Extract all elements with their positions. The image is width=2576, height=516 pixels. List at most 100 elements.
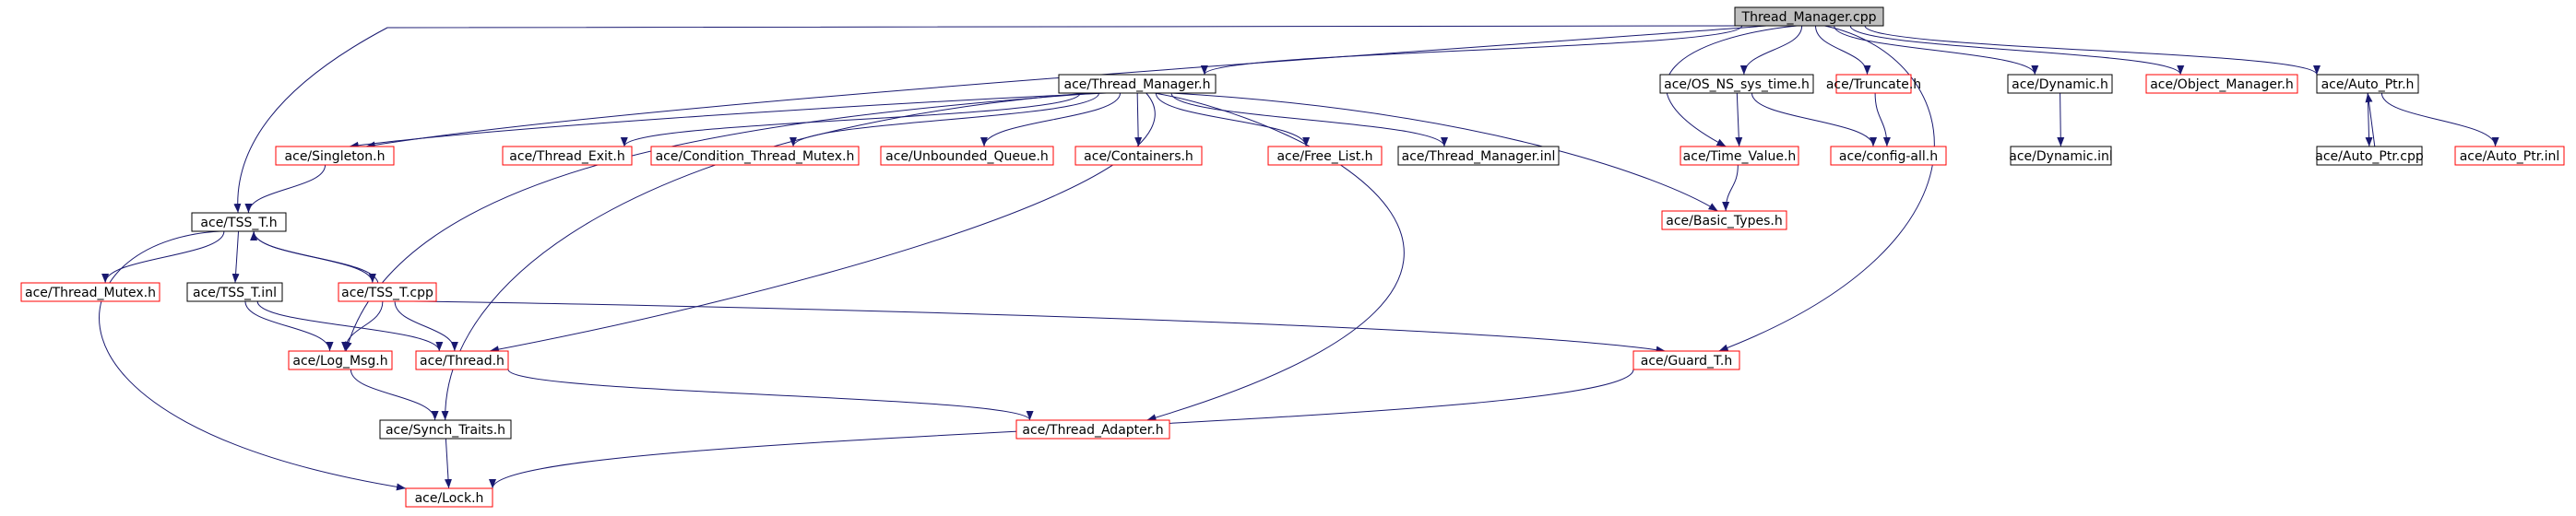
edge-thread_manager_h-to-unbounded_queue <box>980 92 1122 147</box>
node-label: ace/Dynamic.h <box>2012 77 2108 92</box>
node-tss-t-cpp[interactable]: ace/TSS_T.cpp <box>338 282 437 302</box>
node-box <box>880 146 1054 166</box>
node-label: ace/Thread_Manager.inl <box>1402 149 1556 164</box>
node-config-all[interactable]: ace/config-all.h <box>1830 146 1947 166</box>
edge-thread_manager_h-to-singleton <box>349 92 1107 149</box>
node-label: ace/Object_Manager.h <box>2150 77 2294 92</box>
node-basic-types[interactable]: ace/Basic_Types.h <box>1661 210 1787 230</box>
node-truncate[interactable]: ace/Truncate.h <box>1826 74 1921 94</box>
node-auto-ptr-cpp[interactable]: ace/Auto_Ptr.cpp <box>2315 146 2424 166</box>
node-box <box>288 350 393 370</box>
edge-root-to-truncate <box>1815 25 1871 76</box>
edge-thread_h-to-thread_adapter <box>507 369 1034 421</box>
edge-thread_manager_h-to-free_list <box>1155 92 1311 147</box>
edge-tss_t_cpp-to-log_msg <box>341 300 384 352</box>
node-label: ace/Thread_Manager.h <box>1064 77 1211 92</box>
node-thread-exit[interactable]: ace/Thread_Exit.h <box>502 146 633 166</box>
node-label: ace/Free_List.h <box>1276 149 1372 164</box>
node-label: Thread_Manager.cpp <box>1741 10 1877 25</box>
node-dynamic-inl[interactable]: ace/Dynamic.inl <box>2009 146 2113 166</box>
node-containers[interactable]: ace/Containers.h <box>1074 146 1203 166</box>
edge-root-to-time_value <box>1666 25 1798 147</box>
edge-tss_t_h-to-thread_mutex <box>101 230 225 284</box>
node-box <box>2145 74 2298 94</box>
node-auto-ptr-inl[interactable]: ace/Auto_Ptr.inl <box>2454 146 2565 166</box>
edge-log_msg-to-synch_traits <box>350 369 439 421</box>
node-box <box>1659 74 1814 94</box>
edge-tss_t_h-to-tss_t_inl <box>231 230 240 284</box>
edge-thread_manager_h-to-log_msg <box>344 92 1098 352</box>
node-object-manager[interactable]: ace/Object_Manager.h <box>2145 74 2298 94</box>
node-box <box>275 146 395 166</box>
node-label: ace/Auto_Ptr.inl <box>2460 149 2560 164</box>
node-label: ace/Auto_Ptr.h <box>2321 77 2415 92</box>
edge-root-to-auto_ptr_h <box>1864 25 2321 76</box>
node-box <box>338 282 437 302</box>
node-os-ns-sys-time[interactable]: ace/OS_NS_sys_time.h <box>1659 74 1814 94</box>
edge-root-to-thread_manager_h <box>1201 25 1743 76</box>
node-box <box>650 146 860 166</box>
node-label: ace/config-all.h <box>1839 149 1938 164</box>
node-box <box>502 146 633 166</box>
node-thread-manager-inl[interactable]: ace/Thread_Manager.inl <box>1397 146 1560 166</box>
node-thread-mutex[interactable]: ace/Thread_Mutex.h <box>20 282 160 302</box>
node-thread-adapter[interactable]: ace/Thread_Adapter.h <box>1015 419 1170 440</box>
node-box <box>20 282 160 302</box>
node-label: ace/Condition_Thread_Mutex.h <box>656 149 855 164</box>
node-label: ace/Synch_Traits.h <box>386 423 505 438</box>
node-box <box>1835 74 1912 94</box>
node-log-msg[interactable]: ace/Log_Msg.h <box>288 350 393 370</box>
node-box <box>2316 146 2423 166</box>
node-box <box>191 212 287 232</box>
node-time-value[interactable]: ace/Time_Value.h <box>1680 146 1799 166</box>
node-singleton[interactable]: ace/Singleton.h <box>275 146 395 166</box>
node-root[interactable]: Thread_Manager.cpp <box>1734 6 1884 27</box>
node-guard-t[interactable]: ace/Guard_T.h <box>1632 350 1740 370</box>
node-free-list[interactable]: ace/Free_List.h <box>1267 146 1383 166</box>
node-synch-traits[interactable]: ace/Synch_Traits.h <box>379 419 512 440</box>
node-box <box>186 282 283 302</box>
edge-tss_t_h-to-lock <box>99 230 407 491</box>
edge-root-to-dynamic_h <box>1834 25 2039 76</box>
node-thread-h[interactable]: ace/Thread.h <box>415 350 509 370</box>
node-unbounded-queue[interactable]: ace/Unbounded_Queue.h <box>880 146 1054 166</box>
node-label: ace/Guard_T.h <box>1641 354 1733 369</box>
node-lock[interactable]: ace/Lock.h <box>405 487 493 508</box>
node-box <box>1661 210 1787 230</box>
node-box <box>379 419 512 440</box>
node-label: ace/TSS_T.inl <box>193 286 277 300</box>
node-thread-manager-h[interactable]: ace/Thread_Manager.h <box>1058 74 1217 94</box>
node-label: ace/OS_NS_sys_time.h <box>1664 77 1810 92</box>
node-box <box>1015 419 1170 440</box>
node-box <box>2007 74 2113 94</box>
node-cond-thread-mutex[interactable]: ace/Condition_Thread_Mutex.h <box>650 146 860 166</box>
node-auto-ptr-h[interactable]: ace/Auto_Ptr.h <box>2316 74 2419 94</box>
edge-tss_t_cpp-to-thread_h <box>394 300 458 352</box>
node-label: ace/Truncate.h <box>1826 77 1921 92</box>
edge-os_ns_sys_time-to-config_all <box>1751 92 1878 147</box>
node-label: ace/Containers.h <box>1084 149 1193 164</box>
edge-time_value-to-basic_types <box>1722 164 1739 212</box>
edge-synch_traits-to-lock <box>445 438 453 489</box>
node-label: ace/Time_Value.h <box>1683 149 1797 164</box>
node-label: ace/Thread_Mutex.h <box>25 286 156 300</box>
node-box <box>1267 146 1383 166</box>
node-box <box>2316 74 2419 94</box>
node-label: ace/Dynamic.inl <box>2009 149 2112 164</box>
node-label: ace/Thread_Exit.h <box>509 149 624 164</box>
node-box <box>415 350 509 370</box>
node-label: ace/Lock.h <box>415 491 484 506</box>
node-box <box>1058 74 1217 94</box>
node-tss-t-h[interactable]: ace/TSS_T.h <box>191 212 287 232</box>
node-box <box>405 487 493 508</box>
edge-truncate-to-config_all <box>1874 92 1891 147</box>
edge-thread_manager_h-to-containers <box>1134 92 1143 147</box>
edges <box>99 25 2499 491</box>
edge-tss_t_inl-to-thread_h <box>256 300 444 352</box>
node-box <box>1074 146 1203 166</box>
node-tss-t-inl[interactable]: ace/TSS_T.inl <box>186 282 283 302</box>
node-box <box>1734 6 1884 27</box>
node-dynamic-h[interactable]: ace/Dynamic.h <box>2007 74 2113 94</box>
